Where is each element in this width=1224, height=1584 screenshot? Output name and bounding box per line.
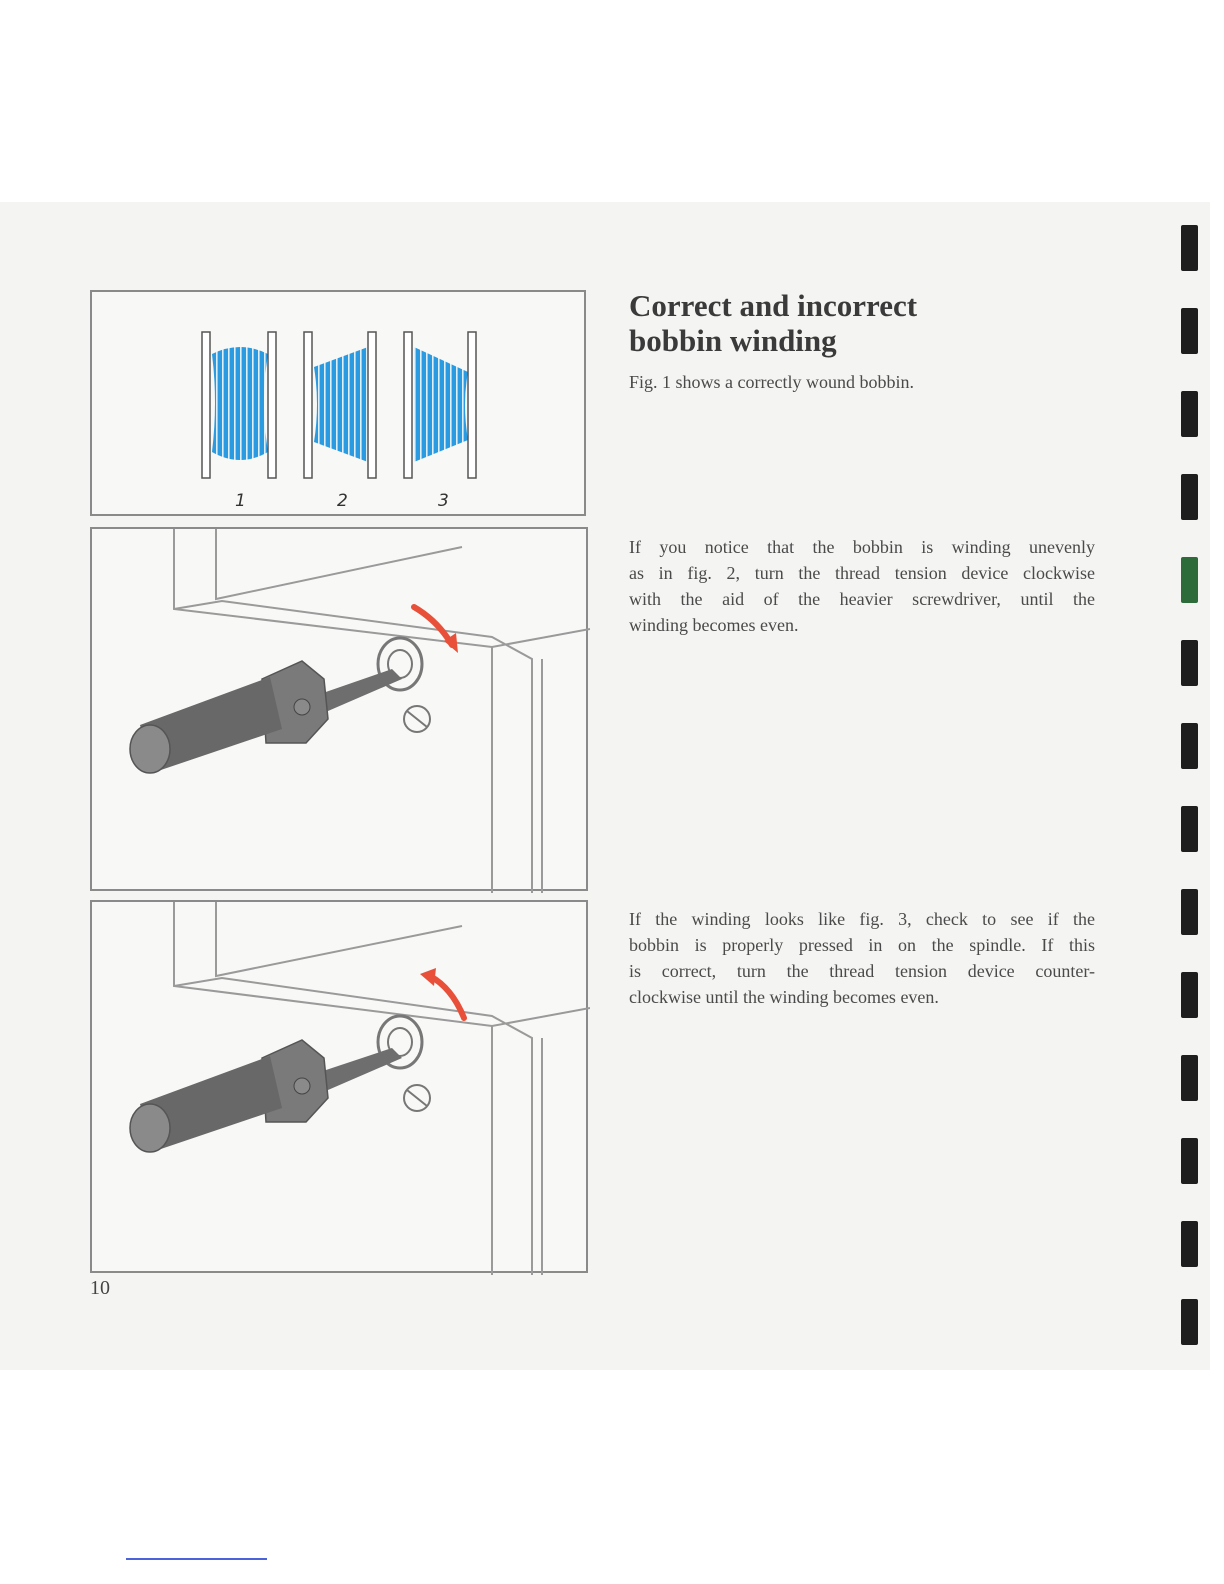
index-tab — [1181, 640, 1198, 686]
paragraph-clockwise-adjustment: If you notice that the bobbin is winding… — [629, 534, 1095, 638]
section-index-tabs — [1181, 225, 1201, 1345]
figure-tension-clockwise — [90, 527, 590, 893]
index-tab — [1181, 972, 1198, 1018]
index-tab — [1181, 225, 1198, 271]
index-tab — [1181, 474, 1198, 520]
index-tab-current — [1181, 557, 1198, 603]
paragraph-line: with the aid of the heavier screwdriver,… — [629, 589, 1095, 609]
index-tab — [1181, 1221, 1198, 1267]
counterclockwise-arrow-icon — [420, 968, 467, 1021]
paragraph-line: winding becomes even. — [629, 615, 799, 635]
paragraph-line: If you notice that the bobbin is winding… — [629, 537, 1095, 557]
paragraph-line: Fig. 1 shows a correctly wound bobbin. — [629, 372, 914, 392]
index-tab — [1181, 723, 1198, 769]
screwdriver — [129, 1039, 402, 1153]
paragraph-line: is correct, turn the thread tension devi… — [629, 961, 1095, 981]
paragraph-line: bobbin is properly pressed in on the spi… — [629, 935, 1095, 955]
bobbin-illustration — [201, 331, 477, 479]
screwdriver-counterclockwise-illustration — [129, 902, 590, 1275]
paragraph-counterclockwise-adjustment: If the winding looks like fig. 3, check … — [629, 906, 1095, 1010]
page-title-line-2: bobbin winding — [629, 323, 837, 358]
index-tab — [1181, 1055, 1198, 1101]
clockwise-arrow-icon — [411, 604, 458, 653]
index-tab — [1181, 1299, 1198, 1345]
index-tab — [1181, 391, 1198, 437]
page-title-line-1: Correct and incorrect — [629, 288, 918, 323]
index-tab — [1181, 889, 1198, 935]
paragraph-correct-winding: Fig. 1 shows a correctly wound bobbin. — [629, 369, 1095, 395]
screwdriver-clockwise-illustration — [129, 529, 590, 893]
paragraph-line: as in fig. 2, turn the thread tension de… — [629, 563, 1095, 583]
figure-tension-counterclockwise — [90, 900, 590, 1275]
paragraph-line: If the winding looks like fig. 3, check … — [629, 909, 1095, 929]
figure-bobbin-comparison: 1 2 3 — [90, 290, 586, 516]
index-tab — [1181, 308, 1198, 354]
bobbin-1-correct — [201, 331, 277, 479]
bobbin-2-uneven — [303, 331, 377, 479]
index-tab — [1181, 1138, 1198, 1184]
page-number: 10 — [90, 1277, 110, 1299]
footer-link-rule — [126, 1558, 267, 1560]
page-title: Correct and incorrect bobbin winding — [629, 288, 1099, 358]
bobbin-3-uneven — [403, 331, 477, 479]
paragraph-line: clockwise until the winding becomes even… — [629, 987, 939, 1007]
screwdriver — [129, 660, 402, 774]
index-tab — [1181, 806, 1198, 852]
